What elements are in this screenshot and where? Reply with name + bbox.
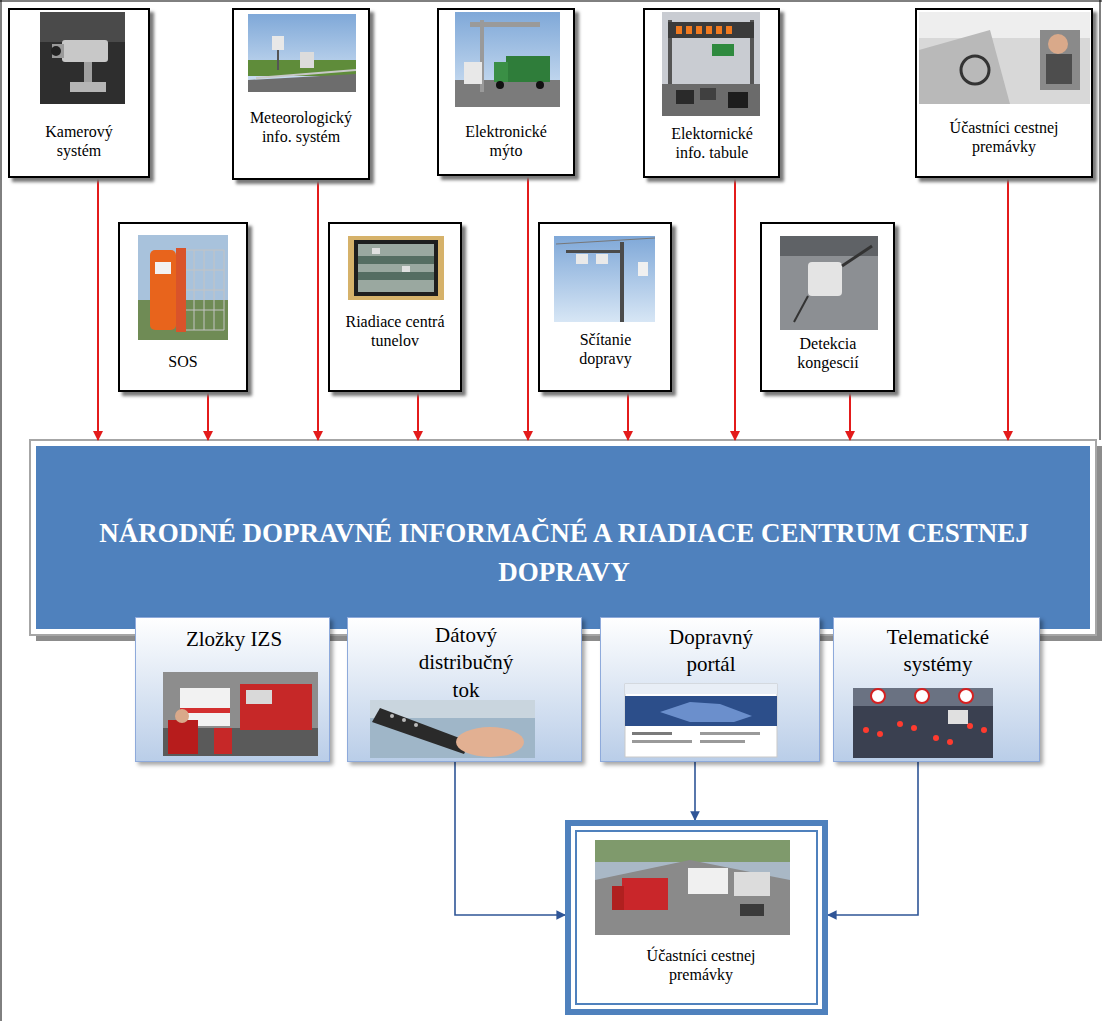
target-box: Účastníci cestnej premávky bbox=[565, 820, 828, 1015]
box-fills bbox=[135, 617, 1040, 762]
camera-photo bbox=[40, 12, 125, 104]
input-arrow bbox=[1007, 178, 1009, 440]
box-label: Dopravný portál bbox=[646, 624, 776, 679]
center-band: NÁRODNÉ DOPRAVNÉ INFORMAČNÉ A RIADIACE C… bbox=[30, 440, 1098, 635]
box-label: Dátový distribučný tok bbox=[406, 622, 526, 704]
portal-screenshot bbox=[625, 684, 777, 757]
output-arrow bbox=[694, 762, 696, 820]
box-label: Riadiace centrá tunelov bbox=[335, 312, 455, 350]
output-box: Dátový distribučný tok bbox=[347, 617, 582, 762]
source-box: Elektronické mýto bbox=[437, 8, 575, 176]
box-label: Telematické systémy bbox=[853, 624, 1023, 679]
input-arrow bbox=[317, 180, 319, 440]
source-box: Riadiace centrá tunelov bbox=[328, 222, 462, 392]
box-label: Detekcia kongescií bbox=[778, 334, 878, 372]
box-label: Elektornické info. tabule bbox=[658, 124, 766, 162]
sos-column-photo bbox=[138, 235, 228, 340]
input-arrow bbox=[734, 178, 736, 440]
info-board-photo bbox=[662, 12, 760, 116]
driver-photo bbox=[919, 12, 1090, 104]
toll-gantry-photo bbox=[455, 12, 560, 107]
highway-photo bbox=[595, 840, 790, 935]
band-fill bbox=[30, 440, 1102, 641]
input-arrow bbox=[97, 178, 99, 440]
center-title: NÁRODNÉ DOPRAVNÉ INFORMAČNÉ A RIADIACE C… bbox=[69, 514, 1059, 592]
input-arrow bbox=[627, 392, 629, 440]
output-arrow bbox=[455, 762, 565, 915]
source-box: Detekcia kongescií bbox=[760, 222, 895, 392]
output-arrow bbox=[828, 762, 918, 915]
box-label: Zložky IZS bbox=[149, 626, 319, 653]
rescue-photo bbox=[163, 672, 318, 756]
source-box: Meteorologický info. systém bbox=[232, 8, 370, 180]
source-box: Elektornické info. tabule bbox=[643, 8, 780, 178]
source-box: Účastníci cestnej premávky bbox=[915, 8, 1093, 178]
input-arrow bbox=[849, 392, 851, 440]
output-box: Telematické systémy bbox=[833, 617, 1040, 762]
remote-control-photo bbox=[370, 700, 535, 758]
box-label: SOS bbox=[128, 352, 238, 371]
input-arrow bbox=[207, 392, 209, 440]
meteo-station-photo bbox=[248, 14, 356, 92]
telematics-photo bbox=[853, 688, 993, 758]
box-label: Kamerový systém bbox=[29, 122, 129, 160]
box-label: Sčítanie dopravy bbox=[558, 330, 653, 368]
source-box: Sčítanie dopravy bbox=[538, 222, 672, 392]
box-label: Elektronické mýto bbox=[450, 122, 562, 160]
box-label: Účastníci cestnej premávky bbox=[929, 118, 1079, 156]
box-label: Účastníci cestnej premávky bbox=[626, 946, 776, 984]
input-arrow bbox=[417, 392, 419, 440]
input-arrow bbox=[527, 176, 529, 440]
source-box: SOS bbox=[118, 222, 248, 392]
output-box: Zložky IZS bbox=[135, 617, 330, 762]
tunnel-monitor-photo bbox=[348, 236, 444, 300]
box-label: Meteorologický info. systém bbox=[245, 108, 357, 146]
detector-photo bbox=[780, 236, 878, 330]
source-box: Kamerový systém bbox=[8, 8, 150, 178]
output-box: Dopravný portál bbox=[600, 617, 820, 762]
counting-pole-photo bbox=[554, 236, 655, 322]
